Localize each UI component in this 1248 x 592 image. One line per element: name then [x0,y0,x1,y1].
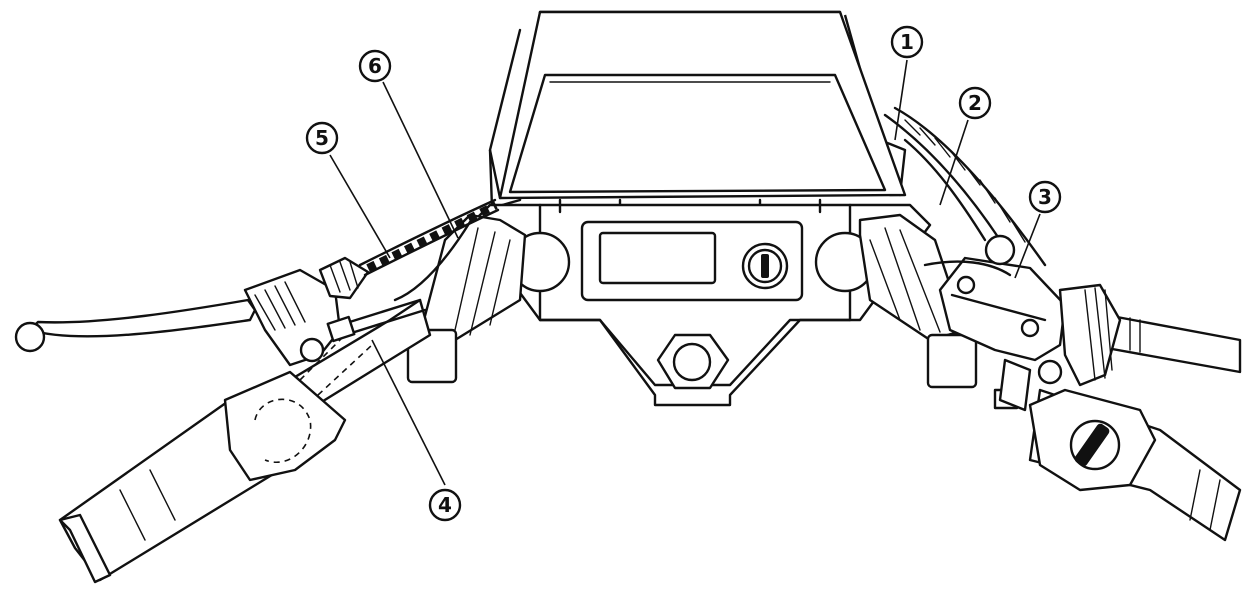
callout-label: 3 [1038,185,1052,209]
lower-cable [326,220,472,343]
callout-label: 1 [900,30,914,54]
callout-leaders [329,59,1041,486]
instrument-bracket [468,198,932,407]
meter-visor [488,10,907,212]
callout-label: 4 [438,493,452,517]
right-fork-clamp [858,213,978,389]
clutch-cable [358,198,500,277]
callout-label: 5 [315,126,329,150]
callout-1: 1 [890,25,924,59]
left-fork-clamp [406,213,527,384]
left-handlebar [14,256,432,584]
callout-3: 3 [1028,180,1062,214]
callout-4: 4 [428,488,462,522]
callout-label: 2 [968,91,982,115]
callout-6: 6 [358,49,392,83]
right-handlebar [938,256,1242,542]
callout-2: 2 [958,86,992,120]
callout-label: 6 [368,54,382,78]
callout-5: 5 [305,121,339,155]
